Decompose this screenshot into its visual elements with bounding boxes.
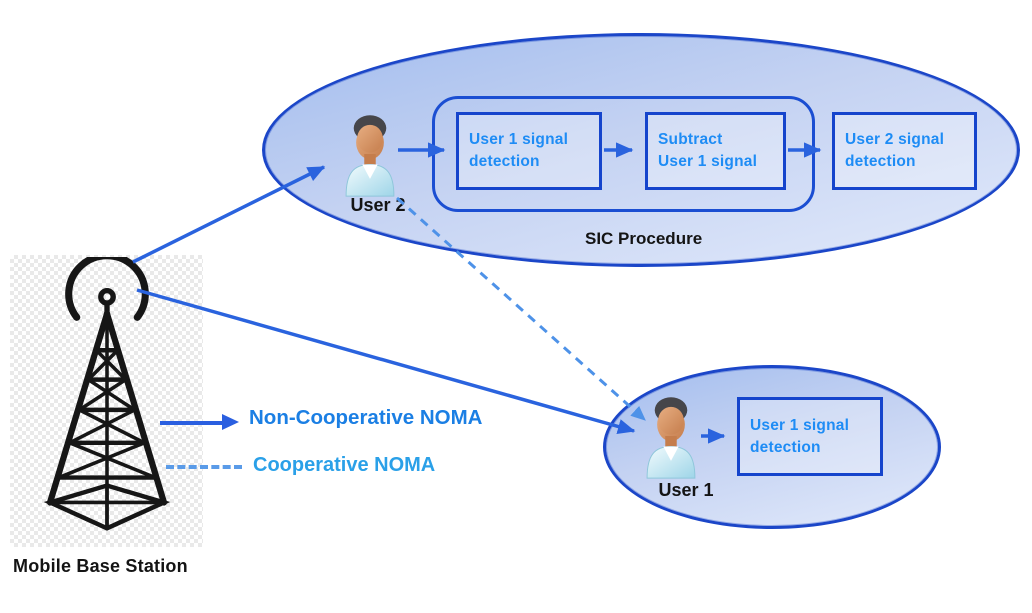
user1-signal-detection-box: User 1 signal detection — [456, 112, 602, 190]
legend-solid-arrowhead — [222, 414, 239, 430]
sic-procedure-label: SIC Procedure — [585, 229, 703, 248]
user2-label: User 2 — [350, 195, 406, 215]
legend-solid-arrow-sample — [160, 421, 222, 425]
base-station-image — [10, 255, 203, 547]
person-icon — [345, 115, 395, 197]
user1-avatar — [642, 392, 700, 485]
user2-signal-detection-box: User 2 signal detection — [832, 112, 977, 190]
subtract-user1-signal-box: Subtract User 1 signal — [645, 112, 786, 190]
legend-cooperative-label: Cooperative NOMA — [253, 454, 436, 476]
user1-signal-detection-box-bottom: User 1 signal detection — [737, 397, 883, 476]
legend-noncooperative-label: Non-Cooperative NOMA — [249, 406, 483, 429]
person-icon — [646, 397, 696, 479]
base-station-label: Mobile Base Station — [13, 556, 188, 576]
user2-avatar — [341, 110, 399, 203]
legend-dashed-line-sample — [166, 465, 242, 469]
base-station-tower-icon — [43, 257, 171, 531]
user1-label: User 1 — [658, 480, 714, 500]
user1-cluster-ellipse — [603, 365, 941, 529]
